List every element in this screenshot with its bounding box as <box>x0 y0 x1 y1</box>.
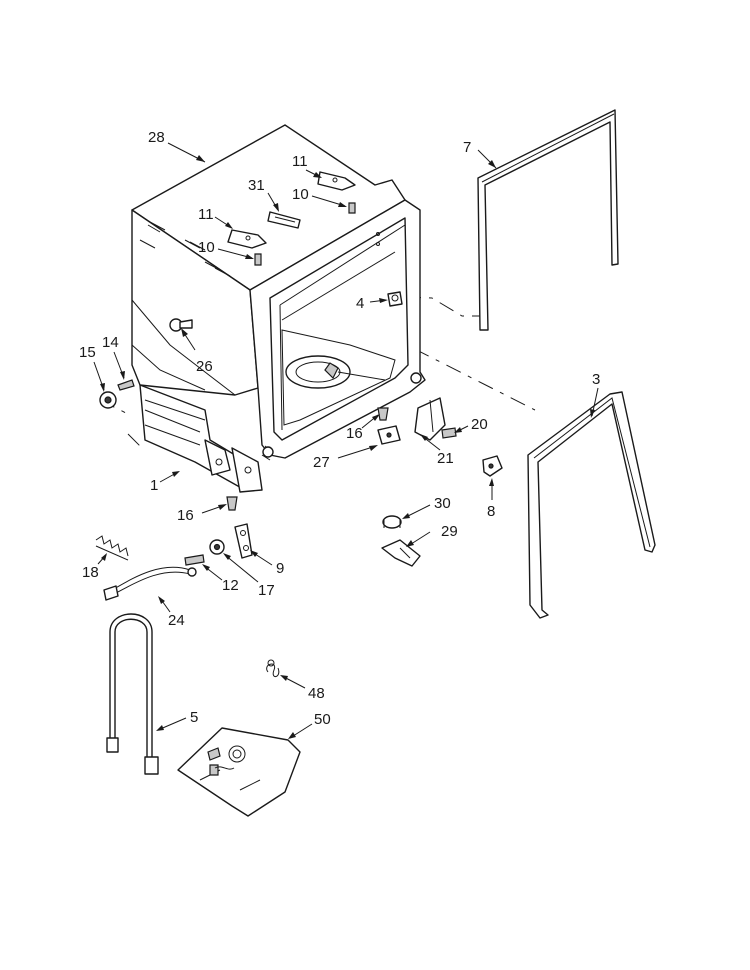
spring-part <box>95 535 129 561</box>
callout-11-upper: 11 <box>292 153 308 170</box>
callout-1: 1 <box>150 477 158 494</box>
screw-lower <box>254 253 262 266</box>
callout-48: 48 <box>308 685 325 702</box>
parts-bag <box>177 727 301 817</box>
callout-31: 31 <box>248 177 265 194</box>
callout-27: 27 <box>313 454 330 471</box>
leader-lines <box>93 142 599 739</box>
label-plate <box>267 211 301 229</box>
door-gasket <box>477 109 619 331</box>
heating-element <box>106 613 159 775</box>
foot-pad-upper <box>377 407 389 421</box>
tub-assembly <box>131 124 426 493</box>
leg-bracket <box>234 523 253 559</box>
callout-10-upper: 10 <box>292 186 309 203</box>
callout-4: 4 <box>356 295 364 312</box>
hinge-bracket-upper <box>317 171 356 191</box>
callout-16-lower: 16 <box>177 507 194 524</box>
callout-11-lower: 11 <box>198 206 214 223</box>
callout-18: 18 <box>82 564 99 581</box>
thermostat-part <box>382 515 402 529</box>
bracket-screw <box>441 427 457 439</box>
mounting-bracket <box>414 397 446 441</box>
callout-14: 14 <box>102 334 119 351</box>
callout-30: 30 <box>434 495 451 512</box>
thermostat-bracket <box>381 539 421 567</box>
hinge-bracket-lower <box>227 229 267 249</box>
callout-12: 12 <box>222 577 239 594</box>
callout-29: 29 <box>441 523 458 540</box>
screw-12 <box>184 554 205 566</box>
callout-21: 21 <box>437 450 454 467</box>
clip-part <box>377 425 401 445</box>
washer-part <box>209 539 225 555</box>
callout-24: 24 <box>168 612 185 629</box>
callout-26: 26 <box>196 358 213 375</box>
latch-part <box>482 455 503 477</box>
spring-clip <box>266 659 280 677</box>
wheel-part <box>99 391 117 409</box>
plug-part <box>169 318 193 332</box>
callout-10-lower: 10 <box>198 239 215 256</box>
foot-pad-lower <box>226 496 238 511</box>
callout-17: 17 <box>258 582 275 599</box>
tub-gasket <box>527 391 656 619</box>
callout-20: 20 <box>471 416 488 433</box>
screw-upper <box>348 202 356 214</box>
callout-5: 5 <box>190 709 198 726</box>
callout-28: 28 <box>148 129 165 146</box>
screw-side <box>117 379 135 391</box>
callout-3: 3 <box>592 371 600 388</box>
callout-50: 50 <box>314 711 331 728</box>
callout-labels: 28 7 11 31 10 11 10 4 26 15 14 3 16 20 2… <box>79 129 600 728</box>
callout-8: 8 <box>487 503 495 520</box>
callout-16-upper: 16 <box>346 425 363 442</box>
callout-15: 15 <box>79 344 96 361</box>
callout-9: 9 <box>276 560 284 577</box>
grommet-part <box>387 291 403 307</box>
callout-7: 7 <box>463 139 471 156</box>
wire-harness <box>103 566 197 601</box>
